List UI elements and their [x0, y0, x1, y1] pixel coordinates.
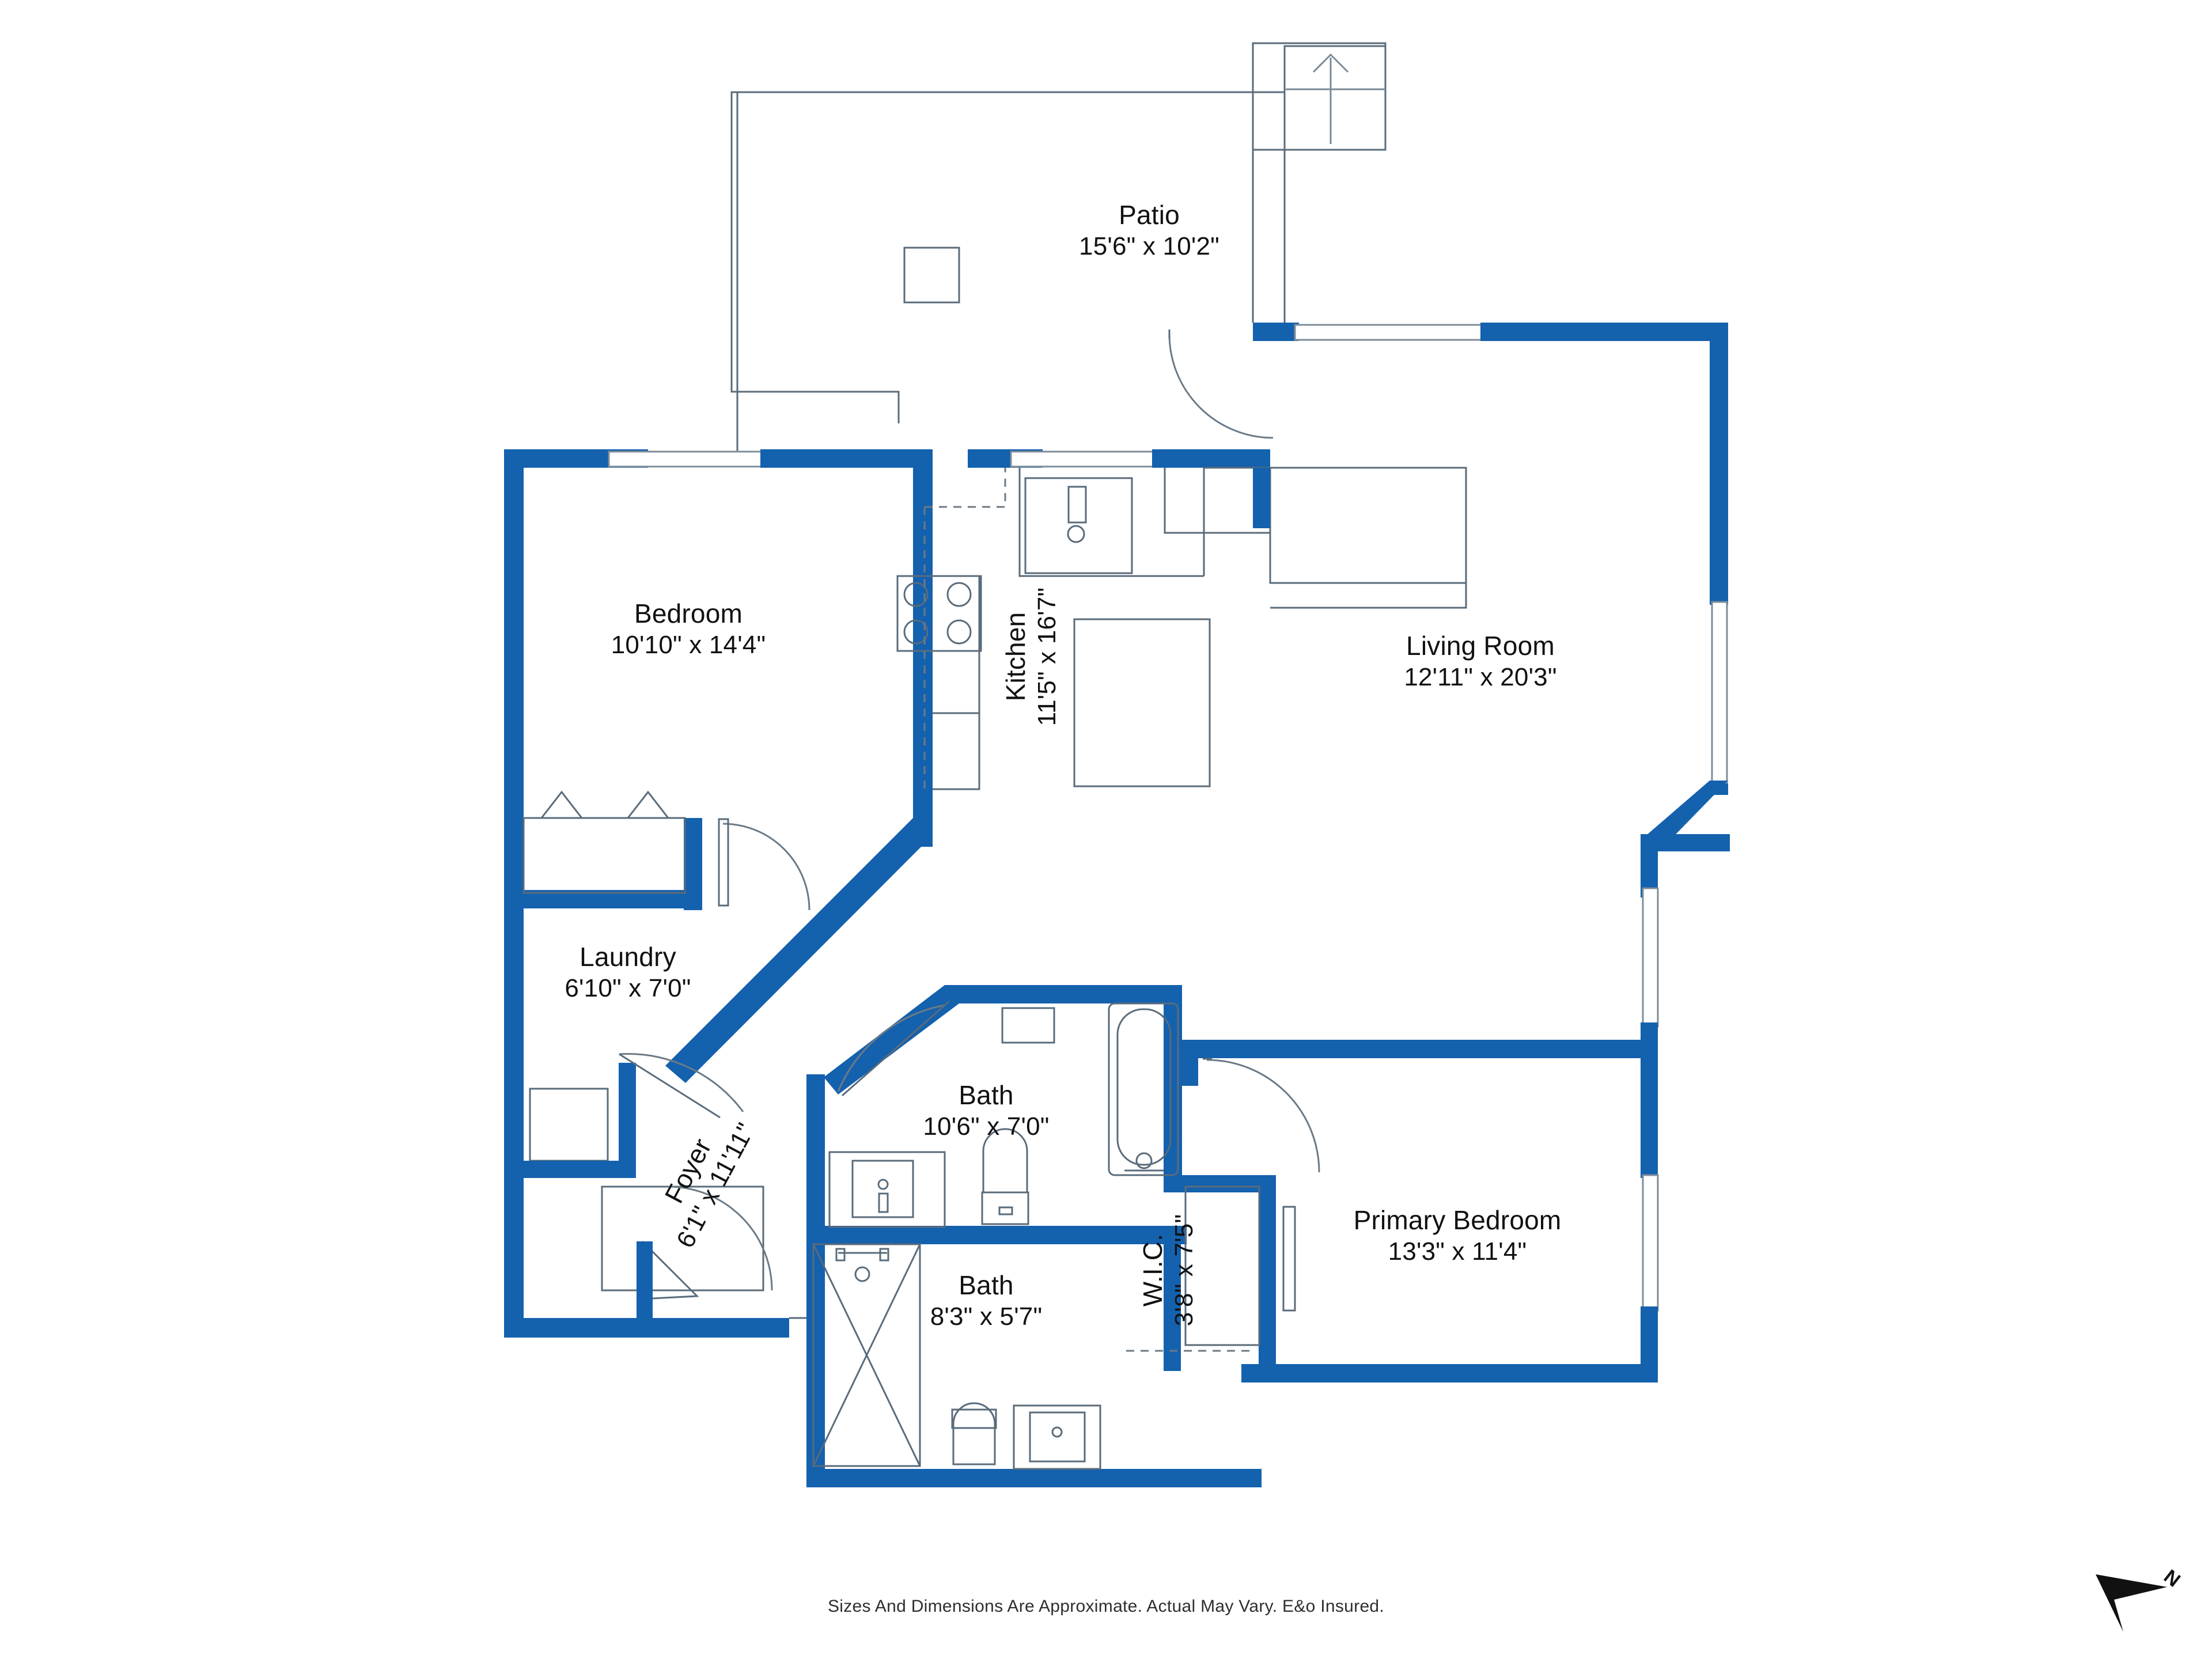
- room-name: Laundry: [579, 942, 676, 972]
- bath-window: [1001, 1007, 1055, 1044]
- laundry-closet: [522, 790, 686, 894]
- bathtub-icon: [1108, 1002, 1179, 1176]
- room-dimensions: 15'6" x 10'2": [1079, 232, 1219, 261]
- closet-icon: [601, 1185, 773, 1300]
- room-dimensions: 6'10" x 7'0": [565, 974, 691, 1003]
- room-dimensions: 12'11" x 20'3": [1404, 663, 1557, 692]
- window-living-right: [1711, 601, 1728, 787]
- room-name: Bath: [959, 1080, 1014, 1111]
- primary-closet: [1282, 1206, 1296, 1312]
- vanity-sink-icon-main: [828, 1151, 946, 1228]
- room-label-bedroom: Bedroom 10'10" x 14'4": [611, 597, 766, 661]
- room-label-primary-bedroom: Primary Bedroom 13'3" x 11'4": [1354, 1204, 1562, 1267]
- wic-interior: [1184, 1185, 1260, 1346]
- room-name: Patio: [1119, 200, 1180, 230]
- room-label-living-room: Living Room 12'11" x 20'3": [1404, 630, 1556, 693]
- window-bedroom-top: [608, 450, 783, 468]
- room-dimensions: 13'3" x 11'4": [1388, 1237, 1527, 1266]
- room-dimensions: 11'5" x 16'7": [1033, 587, 1062, 726]
- room-name: Bath: [959, 1270, 1014, 1301]
- door-primary-bedroom: [1203, 1058, 1320, 1173]
- room-label-bath-second: Bath 8'3" x 5'7": [930, 1269, 1043, 1332]
- door-living-room-patio: [1168, 329, 1274, 439]
- room-name: Living Room: [1406, 631, 1555, 661]
- disclaimer-text: Sizes And Dimensions Are Approximate. Ac…: [827, 1597, 1385, 1616]
- door-bedroom: [718, 818, 810, 911]
- vanity-sink-icon-second: [1013, 1404, 1101, 1470]
- sink-icon: [1024, 477, 1133, 574]
- compass-arrow-icon: [2096, 1574, 2167, 1632]
- compass-rose: N: [2091, 1564, 2200, 1645]
- room-name: Primary Bedroom: [1353, 1205, 1562, 1236]
- room-dimensions: 10'6" x 7'0": [923, 1112, 1050, 1141]
- room-label-kitchen: Kitchen 11'5" x 16'7": [999, 588, 1063, 726]
- room-dimensions: 8'3" x 5'7": [930, 1302, 1043, 1331]
- door-bath-main: [837, 1000, 950, 1097]
- kitchen-counters: [896, 467, 1467, 790]
- door-foyer-entry: [619, 1053, 744, 1119]
- window-kitchen-top: [1010, 450, 1168, 468]
- patio-notch: [903, 247, 960, 304]
- room-name: W.I.C.: [1138, 1233, 1168, 1307]
- window-primary-right: [1642, 1174, 1659, 1312]
- room-label-wic: W.I.C. 3'8" x 7'5": [1137, 1214, 1200, 1327]
- room-name: Kitchen: [1001, 612, 1031, 702]
- shower-icon: [812, 1243, 921, 1467]
- stairs-icon: [1252, 42, 1387, 151]
- island-icon: [1073, 618, 1211, 787]
- room-name: Bedroom: [634, 599, 743, 629]
- toilet-icon-main: [981, 1128, 1029, 1225]
- room-label-laundry: Laundry 6'10" x 7'0": [565, 941, 691, 1004]
- room-label-patio: Patio 15'6" x 10'2": [1079, 199, 1219, 262]
- window-living-top: [1294, 324, 1486, 341]
- toilet-icon-second: [951, 1402, 997, 1465]
- room-dimensions: 10'10" x 14'4": [611, 631, 766, 660]
- washer-dryer-icon: [529, 1088, 609, 1162]
- room-dimensions: 3'8" x 7'5": [1170, 1214, 1199, 1327]
- window-living-lower-right: [1642, 887, 1659, 1028]
- room-label-bath-main: Bath 10'6" x 7'0": [923, 1079, 1049, 1142]
- stove-icon: [896, 575, 982, 652]
